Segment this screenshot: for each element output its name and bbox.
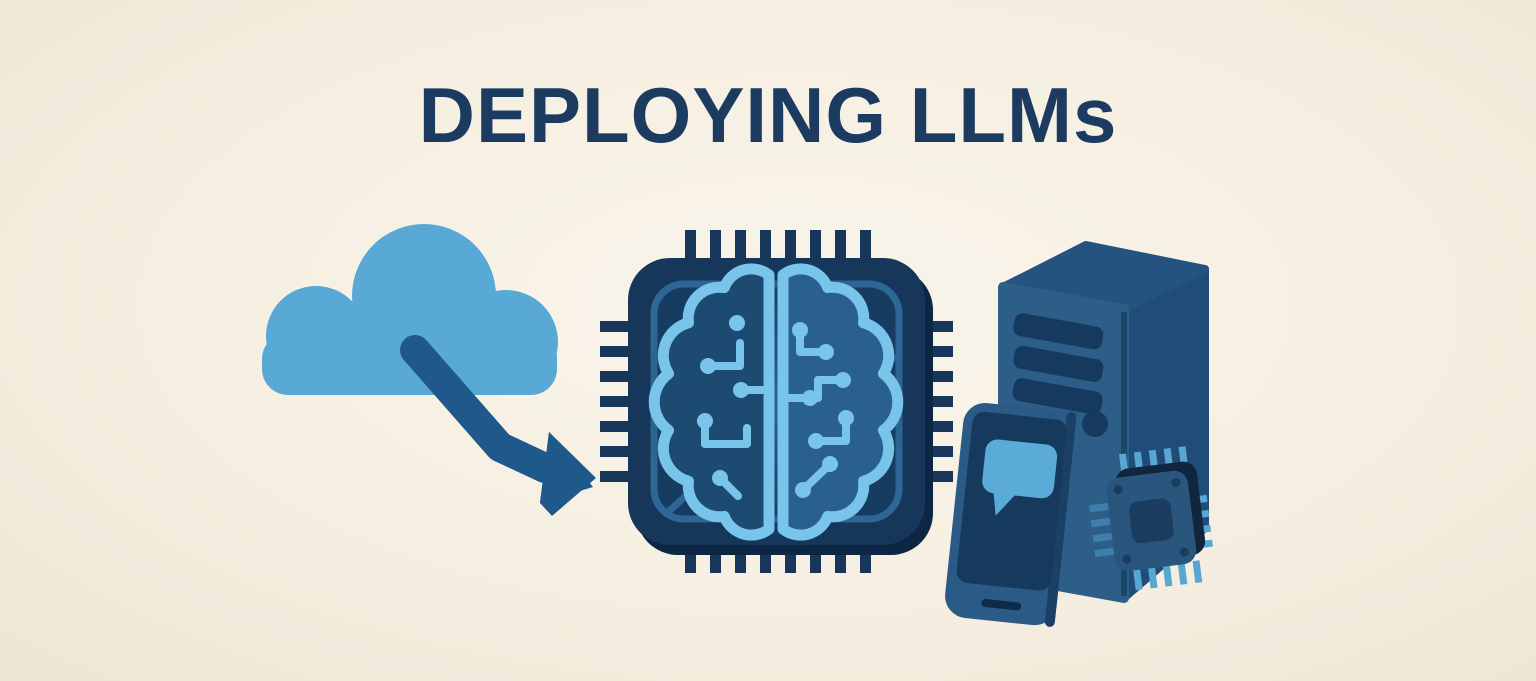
server-power-button	[1082, 411, 1108, 437]
download-arrow-icon	[400, 335, 596, 516]
microchip-pins	[1089, 446, 1213, 591]
brain-circuit-traces	[697, 315, 854, 500]
ai-chip-brain-icon	[600, 230, 953, 573]
brain-icon	[648, 263, 904, 541]
server-slats	[1012, 313, 1104, 415]
smartphone-chat-icon	[945, 403, 1077, 627]
cloud-icon	[262, 224, 558, 395]
microchip-corner-dots	[1113, 478, 1189, 564]
chip-pins	[600, 230, 953, 573]
page-title: DEPLOYING LLMs	[418, 71, 1118, 159]
microchip-icon	[1089, 446, 1213, 591]
chat-bubble-icon	[982, 439, 1058, 516]
